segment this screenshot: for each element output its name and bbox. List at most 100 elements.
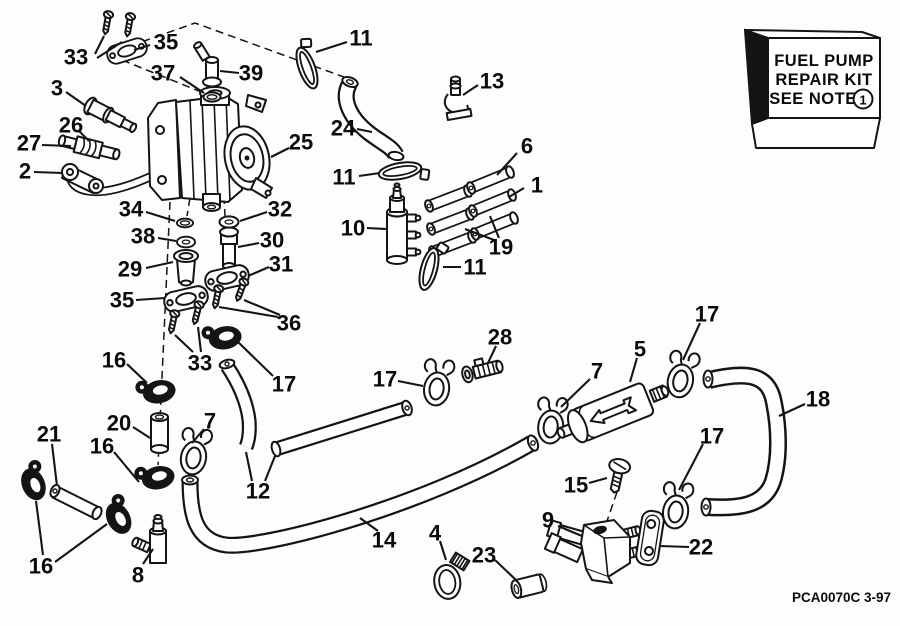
callout-18: 18 [806,387,830,412]
fitting-28 [461,357,504,384]
leader-line [438,540,448,561]
callout-17: 17 [272,372,296,397]
callout-11: 11 [332,165,355,190]
callout-3: 3 [51,76,63,101]
fitting-8 [131,514,167,564]
leader-line [557,525,583,537]
callout-7: 7 [204,409,216,434]
leader-line [145,210,176,223]
callout-2: 2 [19,159,31,184]
leader-line [678,443,704,491]
leader-line [487,345,497,364]
callout-38: 38 [131,224,155,249]
leader-line [157,236,177,243]
left-fittings [57,96,138,194]
diagram-part-code: PCA0070C [792,590,861,605]
leader-line [34,500,45,556]
fuel-filter [556,382,670,444]
callout-5: 5 [634,337,646,362]
bracket-22 [635,509,665,567]
retainer-clip [61,163,104,194]
leader-line [358,171,381,178]
leader-line [628,357,639,383]
manifold-10 [386,182,422,265]
worm-clamp-4 [433,551,471,600]
leader-line [133,43,151,52]
leader-line [135,296,166,302]
leader-line [778,403,806,417]
callout-24: 24 [331,116,356,141]
callout-14: 14 [372,528,397,553]
callout-15: 15 [564,473,588,498]
leader-line [126,363,148,384]
leader-line [239,211,268,222]
leader-line [659,544,690,549]
leader-line [78,130,90,142]
leader-line [366,226,387,231]
leader-line [356,127,373,134]
leader-line [179,76,205,94]
hose-18-group [657,347,787,532]
note-ref-circle-icon [852,88,874,110]
leader-line [247,266,270,277]
callout-19: 19 [489,235,513,260]
callout-17: 17 [700,424,724,449]
plug-23 [510,573,548,599]
callout-33: 33 [64,45,88,70]
leader-line [237,241,260,249]
clamp-4-plug-23 [433,551,548,600]
leader-line [508,187,525,198]
callout-11: 11 [463,255,486,280]
leader-line [96,41,123,59]
callout-34: 34 [119,197,144,222]
pump-bottom-stack [161,215,252,354]
callout-37: 37 [151,61,175,86]
callout-17: 17 [695,302,719,327]
leader-line [494,559,517,581]
leader-line [588,476,608,485]
flow-arrow-icon [589,396,638,424]
callout-16: 16 [90,434,114,459]
callout-20: 20 [107,411,131,436]
callout-1: 1 [531,173,543,198]
leader-line [196,326,203,353]
callout-16: 16 [29,554,53,579]
screw-15 [608,457,632,494]
callout-8: 8 [132,563,144,588]
bracket-13 [443,75,473,122]
leader-line [244,451,254,482]
leader-line [219,69,240,75]
callout-29: 29 [118,257,142,282]
callout-35: 35 [110,288,134,313]
leader-line [145,260,174,270]
leader-line [41,143,72,148]
hose-24-group [288,34,473,295]
leader-line [142,548,154,565]
note-box-line2: REPAIR KIT [775,71,872,89]
leader-line [65,91,87,107]
lower-left-cluster [14,374,215,564]
leader-line [315,41,348,53]
callout-30: 30 [260,228,284,253]
leader-line [496,152,518,176]
callout-23: 23 [472,543,496,568]
callout-22: 22 [689,535,713,560]
pump-mount-hardware [99,9,222,103]
note-ref-number: 1 [859,93,866,108]
leader-line [560,378,591,408]
repair-kit-note-box: FUEL PUMP REPAIR KIT SEE NOTE 1 [743,28,881,149]
leader-line [682,322,701,361]
mid-fittings [418,356,570,446]
leader-line [264,455,276,482]
fuel-line-segments [424,165,519,259]
leader-line [113,451,140,483]
note-box-line3: SEE NOTE [769,90,856,108]
callout-6: 6 [521,134,533,159]
leader-line [243,299,281,316]
callout-21: 21 [37,422,61,447]
leader-line [237,341,274,377]
callout-11: 11 [349,26,372,51]
callout-27: 27 [17,131,41,156]
leader-line [132,426,151,439]
